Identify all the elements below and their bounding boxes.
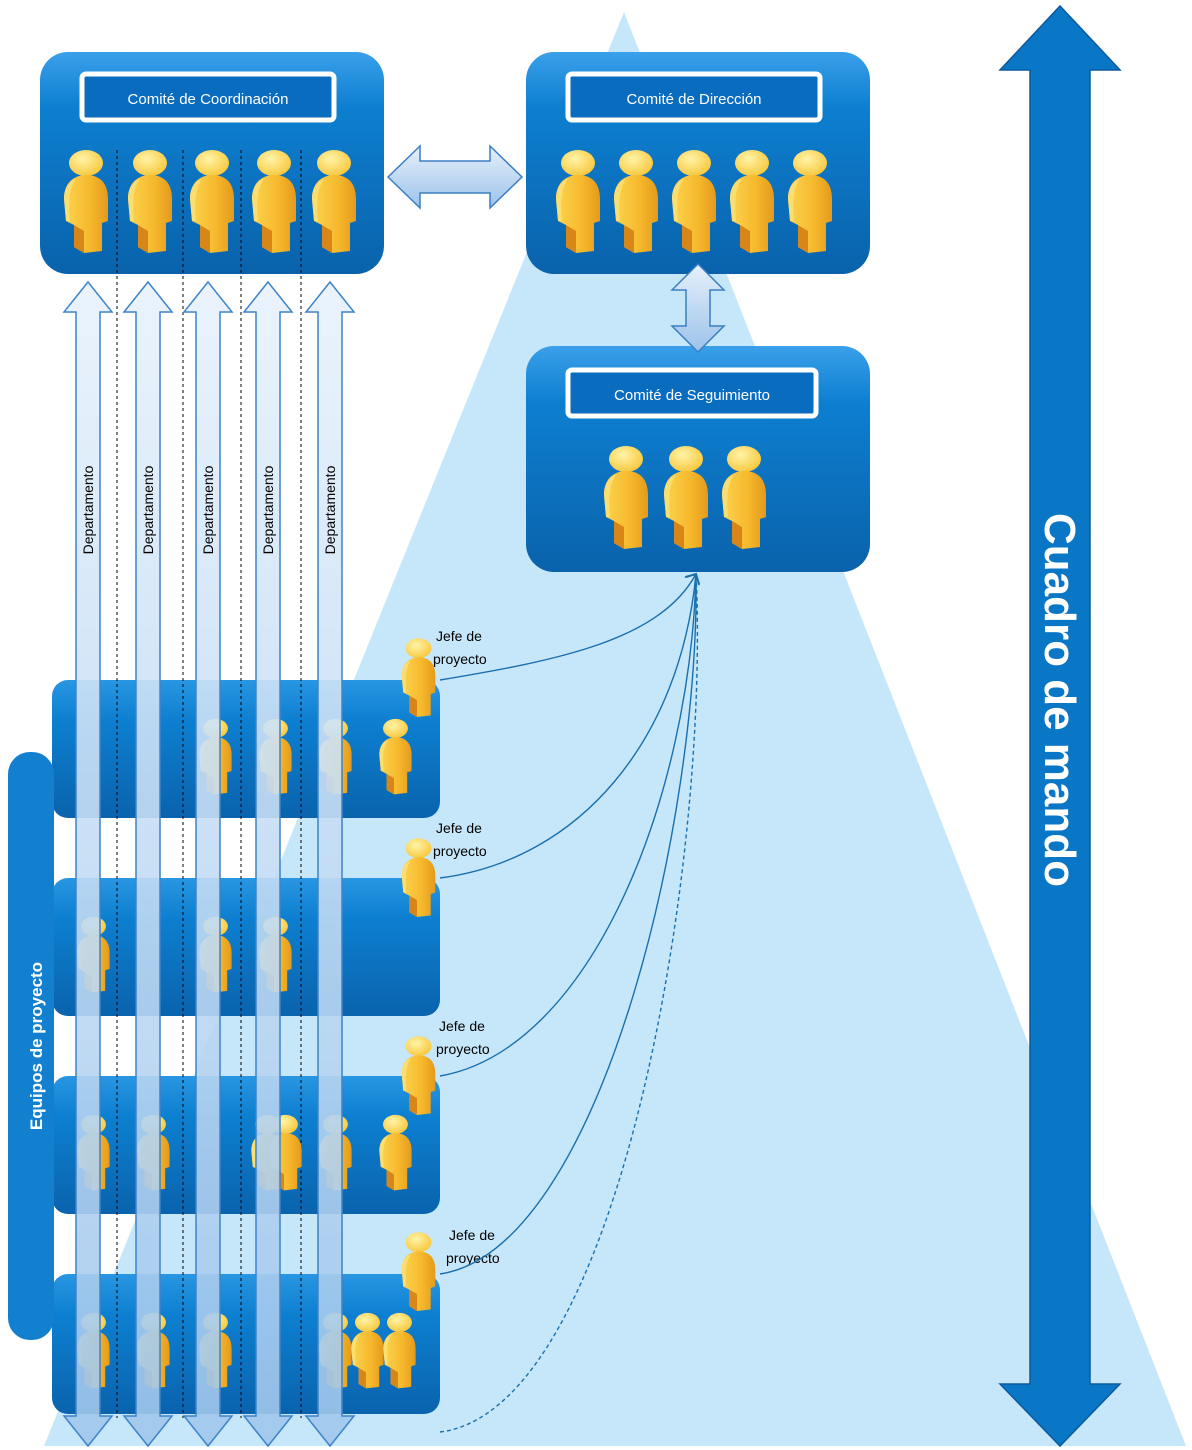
committee-coordinacion-title: Comité de Coordinación	[128, 91, 289, 108]
department-arrows: Departamento Departamento Departamento Depa…	[62, 280, 356, 1448]
teams-side-bar: Equipos de proyecto	[8, 752, 54, 1340]
committee-direccion-title: Comité de Dirección	[626, 91, 761, 108]
leader-label-line1: Jefe de	[439, 1018, 485, 1034]
cuadro-de-mando-label: Cuadro de mando	[1035, 513, 1084, 887]
reporting-line-3	[439, 573, 697, 1077]
department-arrow	[62, 280, 114, 1448]
reporting-line-1	[439, 574, 696, 681]
teams-side-label: Equipos de proyecto	[27, 962, 46, 1130]
department-label: Departamento	[322, 465, 338, 554]
leader-label-line2: proyecto	[433, 843, 487, 859]
department-label: Departamento	[200, 465, 216, 554]
leader-label-line1: Jefe de	[436, 628, 482, 644]
department-separators	[116, 150, 302, 1418]
department-arrow	[242, 280, 294, 1448]
reporting-line-2	[439, 573, 697, 879]
reporting-line-4	[439, 573, 697, 1275]
reporting-line-5	[439, 573, 699, 1433]
leader-label-line2: proyecto	[433, 651, 487, 667]
leader-label-line2: proyecto	[446, 1250, 500, 1266]
department-arrow	[304, 280, 356, 1448]
leader-label-line1: Jefe de	[436, 820, 482, 836]
department-label: Departamento	[140, 465, 156, 554]
leader-labels: Jefe de proyecto Jefe de proyecto Jefe d…	[433, 628, 500, 1266]
leader-label-line1: Jefe de	[449, 1227, 495, 1243]
committee-seguimiento-title: Comité de Seguimiento	[614, 387, 770, 404]
leader-label-line2: proyecto	[436, 1041, 490, 1057]
team-panel-2	[52, 878, 440, 1016]
reporting-lines	[439, 573, 699, 1433]
department-label: Departamento	[80, 465, 96, 554]
department-arrow	[122, 280, 174, 1448]
department-arrow	[182, 280, 234, 1448]
department-label: Departamento	[260, 465, 276, 554]
seguimiento-members	[604, 446, 766, 549]
cuadro-de-mando-arrow: Cuadro de mando	[998, 4, 1122, 1448]
link-coordinacion-direccion-arrow	[386, 144, 524, 210]
link-direccion-seguimiento-arrow	[670, 262, 726, 354]
